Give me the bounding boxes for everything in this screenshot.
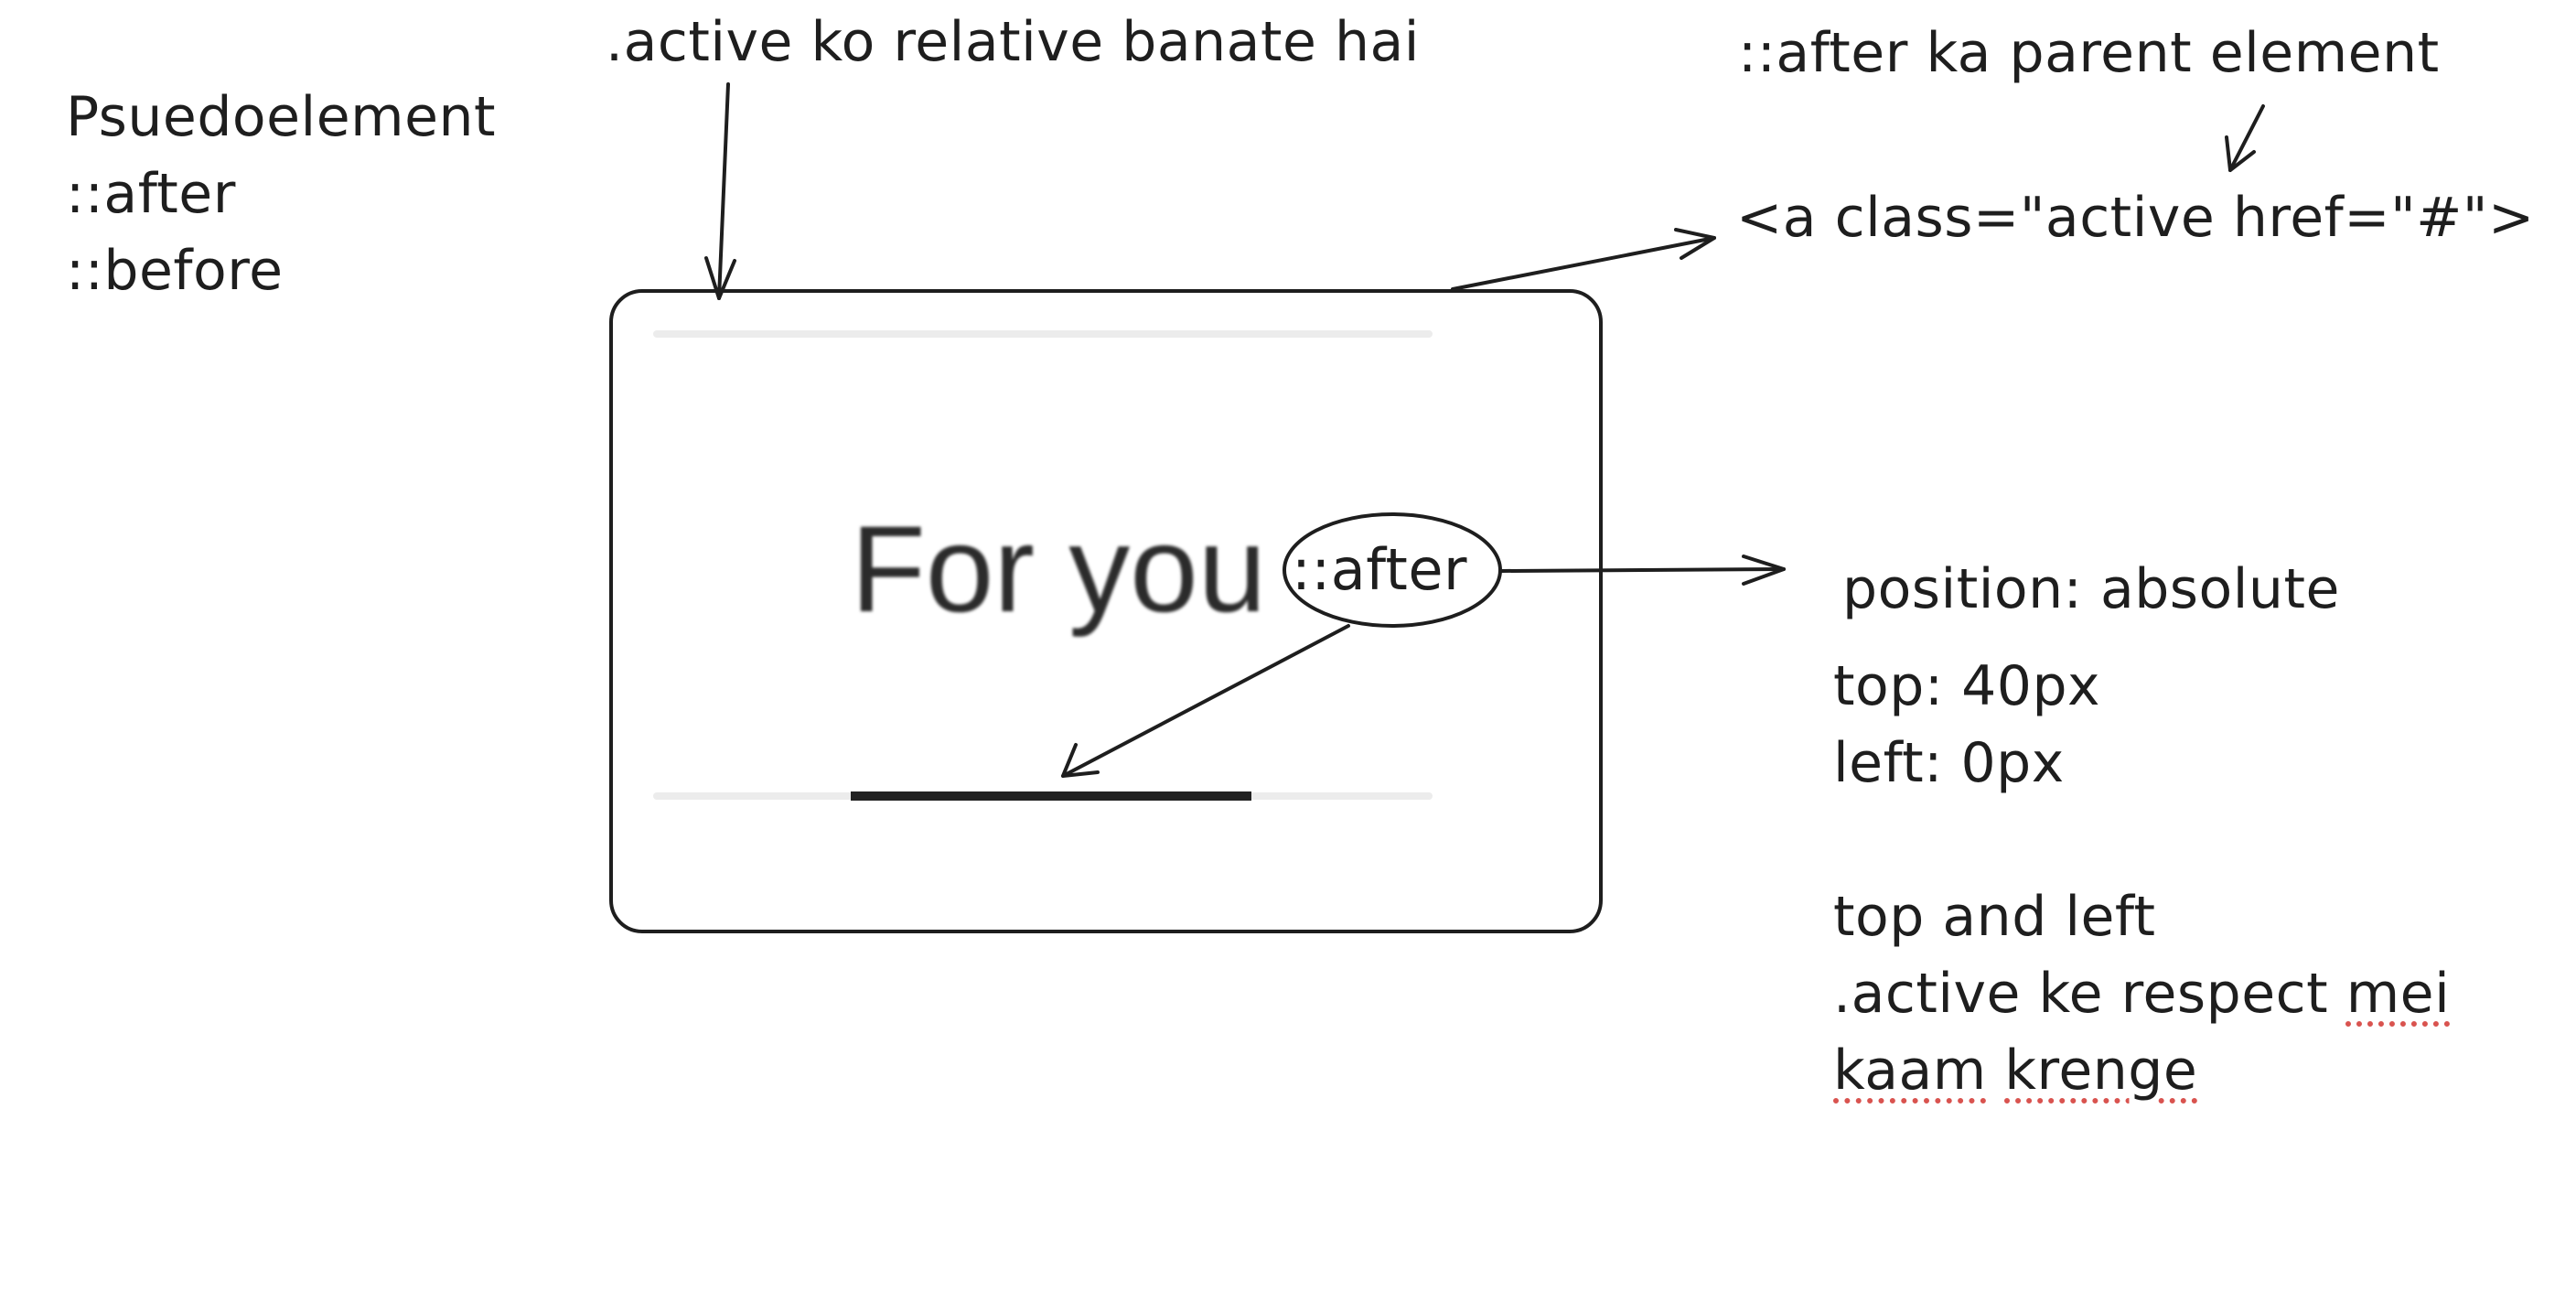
top-value: top: 40px (1833, 654, 2101, 718)
after-parent-note: ::after ka parent element (1738, 21, 2440, 85)
arrow-frame-to-code (1451, 228, 1716, 291)
pseudo-before: ::before (66, 239, 284, 303)
arrow-after-to-notes (1500, 554, 1786, 586)
top-left-explanation: top and left .active ke respect mei kaam… (1833, 878, 2450, 1109)
arrow-after-to-underline (1061, 624, 1350, 778)
pseudo-title-block: Psuedoelement ::after ::before (66, 79, 496, 309)
top-left-values: top: 40px left: 0px (1833, 648, 2100, 802)
tab-frame (609, 289, 1603, 933)
respect-part2: mei (2345, 962, 2451, 1026)
kaam-line: kaam krenge (1833, 1032, 2450, 1109)
tab-label: For you (851, 501, 1267, 638)
left-value: left: 0px (1833, 731, 2065, 795)
arrow-parent-pointer (2225, 104, 2265, 172)
position-absolute-note: position: absolute (1842, 557, 2340, 621)
arrow-active-to-frame (704, 82, 736, 300)
top-and-left: top and left (1833, 885, 2156, 949)
pseudo-title: Psuedoelement (66, 85, 497, 149)
respect-part1: .active ke respect (1833, 962, 2346, 1026)
anchor-code-note: <a class="active href="#"> (1736, 186, 2535, 250)
respect-line: .active ke respect mei (1833, 955, 2450, 1032)
kaam-part2: krenge (2004, 1039, 2198, 1103)
after-pseudo-label: ::after (1292, 536, 1467, 603)
pseudo-after: ::after (66, 162, 236, 226)
kaam-part1: kaam (1833, 1039, 1987, 1103)
active-relative-note: .active ko relative banate hai (606, 10, 1420, 74)
after-ellipse (1283, 512, 1502, 628)
